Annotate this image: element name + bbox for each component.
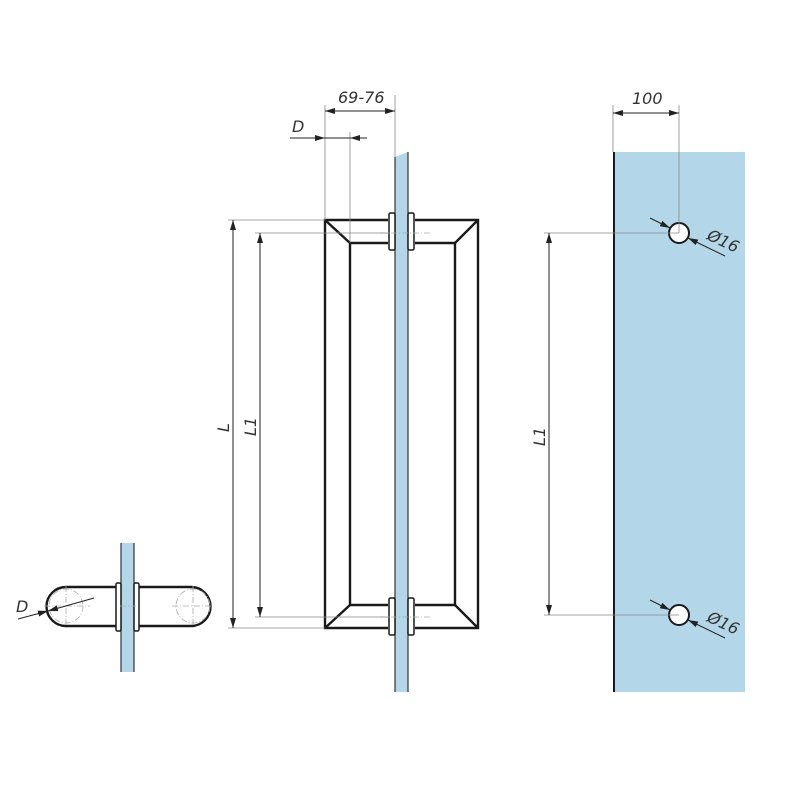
side-diameter-label: D <box>16 597 28 616</box>
center-distance-label: L1 <box>241 417 260 436</box>
front-glass <box>395 152 408 692</box>
side-glass <box>121 543 134 672</box>
front-view: L L1 69-76 D <box>214 88 480 692</box>
edge-offset-label: 100 <box>632 89 663 108</box>
handle-left-outer <box>323 218 388 630</box>
front-diameter-label: D <box>292 117 304 136</box>
side-bar-right <box>139 585 212 628</box>
side-bar-left <box>45 585 116 628</box>
length-label: L <box>214 423 233 432</box>
projection-label: 69-76 <box>338 88 385 107</box>
glass-panel-view: 100 L1 Ø16 Ø16 <box>530 89 745 692</box>
handle-right-outer <box>415 218 480 630</box>
panel-center-distance-label: L1 <box>530 427 549 446</box>
side-view: D <box>16 543 212 672</box>
